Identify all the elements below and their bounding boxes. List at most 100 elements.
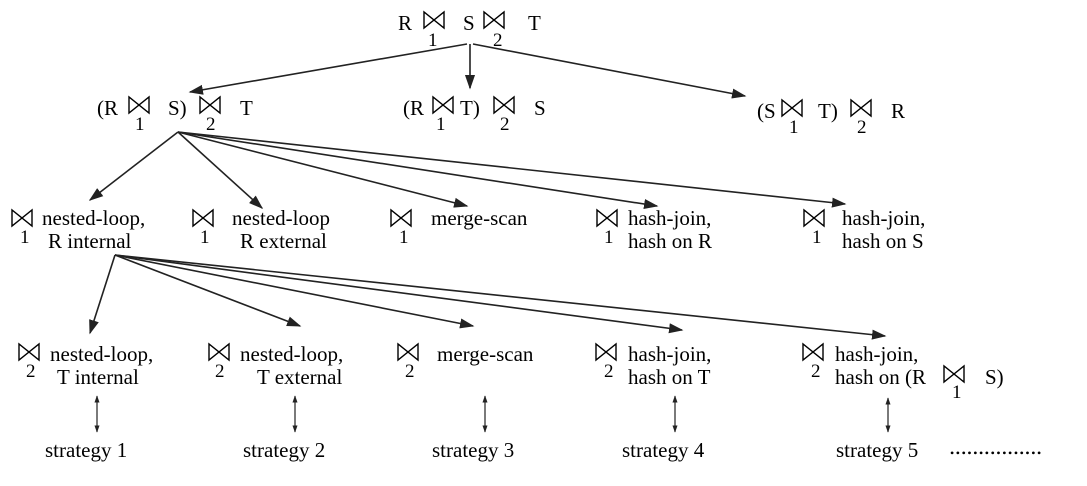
join-subscript: 1 — [952, 382, 962, 403]
join2-method-1: 2 nested-loop, T internal — [18, 342, 153, 389]
strategy-label: strategy 3 — [432, 438, 514, 462]
edge-join1-method-4 — [177, 131, 659, 210]
edge-join1-method-3 — [177, 131, 469, 208]
join-subscript: 1 — [135, 114, 145, 135]
join1-method-3: 1 merge-scan — [390, 206, 528, 248]
join2-method-5: 2 hash-join, hash on (R 1 S) — [802, 342, 1004, 403]
method-line-1: merge-scan — [437, 342, 534, 366]
order-outer-relation: R — [891, 99, 905, 123]
join-subscript: 2 — [405, 361, 415, 382]
join-subscript: 2 — [215, 361, 225, 382]
join1-method-5: 1 hash-join, hash on S — [803, 206, 925, 253]
method-line-2: R external — [240, 229, 327, 253]
edge-join2-method-3 — [114, 254, 475, 329]
join-subscript-2: 2 — [493, 30, 503, 51]
order-outer-relation: T — [240, 96, 253, 120]
join2-method-4: 2 hash-join, hash on T — [595, 342, 711, 389]
method-line-2: hash on T — [628, 365, 711, 389]
ellipsis: •••••••••••••••• — [950, 446, 1043, 460]
order-node-2: (R 1 T) 2 S — [403, 95, 546, 135]
join-symbol-icon — [192, 208, 214, 228]
join-symbol-icon — [397, 342, 419, 362]
join-subscript: 2 — [500, 114, 510, 135]
edge-join1-method-5 — [177, 131, 847, 208]
edge-join2-method-1 — [89, 254, 116, 335]
join-subscript: 2 — [811, 361, 821, 382]
method-line-1: hash-join, — [842, 206, 925, 230]
edge-root-order-3 — [472, 43, 747, 99]
join-subscript-1: 1 — [428, 30, 438, 51]
join-symbol-icon — [595, 342, 617, 362]
order-right-operand: S) — [168, 96, 187, 120]
method-line-1: nested-loop, — [50, 342, 153, 366]
method-line-1: nested-loop — [232, 206, 330, 230]
join2-method-3: 2 merge-scan — [397, 342, 534, 382]
method-line-1: hash-join, — [628, 206, 711, 230]
strategy-label: strategy 1 — [45, 438, 127, 462]
order-left-operand: (R — [403, 96, 424, 120]
join-subscript: 2 — [206, 114, 216, 135]
join-subscript: 1 — [604, 227, 614, 248]
join-symbol-icon — [128, 95, 150, 115]
join-subscript: 2 — [26, 361, 36, 382]
join-symbol-icon — [803, 208, 825, 228]
edge-root-order-1 — [188, 43, 468, 95]
join-symbol-icon — [781, 98, 803, 118]
join-subscript: 1 — [399, 227, 409, 248]
strategy-label: strategy 5 — [836, 438, 918, 462]
join-symbol-icon — [199, 95, 221, 115]
order-left-operand: (R — [97, 96, 118, 120]
order-outer-relation: S — [534, 96, 546, 120]
strategy-label: strategy 4 — [622, 438, 705, 462]
relation-r: R — [398, 11, 412, 35]
method-line-1: nested-loop, — [42, 206, 145, 230]
order-left-operand: (S — [757, 99, 776, 123]
edge-join1-method-1 — [88, 131, 179, 201]
relation-s: S — [463, 11, 475, 35]
root-node: R 1 S 2 T — [398, 10, 541, 51]
join-symbol-icon — [850, 98, 872, 118]
method-line-1: nested-loop, — [240, 342, 343, 366]
join-subscript: 1 — [789, 117, 799, 138]
method-line-2: T internal — [57, 365, 139, 389]
join-symbol-icon — [483, 10, 505, 30]
join-subscript: 1 — [436, 114, 446, 135]
order-node-1: (R 1 S) 2 T — [97, 95, 253, 135]
method-line-2: T external — [257, 365, 342, 389]
join-symbol-icon — [208, 342, 230, 362]
join-subscript: 1 — [812, 227, 822, 248]
join1-method-1: 1 nested-loop, R internal — [11, 206, 145, 253]
method-line-1: hash-join, — [628, 342, 711, 366]
join-symbol-icon — [493, 95, 515, 115]
method1-edges — [89, 254, 887, 340]
order-node-3: (S 1 T) 2 R — [757, 98, 905, 138]
method-line-2: R internal — [48, 229, 132, 253]
join-symbol-icon — [432, 95, 454, 115]
strategy-label: strategy 2 — [243, 438, 325, 462]
method-line-1: merge-scan — [431, 206, 528, 230]
edge-join2-method-2 — [114, 254, 302, 327]
order1-edges — [88, 131, 847, 210]
method-line-2: hash on R — [628, 229, 712, 253]
join1-method-2: 1 nested-loop R external — [192, 206, 330, 253]
method-line-2: hash on S — [842, 229, 924, 253]
join-symbol-icon — [943, 364, 965, 384]
edge-join1-method-2 — [177, 131, 264, 209]
join-symbol-icon — [802, 342, 824, 362]
relation-t: T — [528, 11, 541, 35]
order-right-operand: T) — [460, 96, 480, 120]
method-line-2: hash on (R — [835, 365, 926, 389]
strategies: strategy 1 strategy 2 strategy 3 strateg… — [45, 438, 1043, 462]
strategy-links — [94, 395, 891, 433]
join-symbol-icon — [18, 342, 40, 362]
order-right-operand: T) — [818, 99, 838, 123]
join2-method-2: 2 nested-loop, T external — [208, 342, 343, 389]
method-line-2-relation: S) — [985, 365, 1004, 389]
join-symbol-icon — [11, 208, 33, 228]
join-subscript: 1 — [20, 227, 30, 248]
join-symbol-icon — [390, 208, 412, 228]
join-subscript: 1 — [200, 227, 210, 248]
join-subscript: 2 — [604, 361, 614, 382]
edge-join2-method-4 — [114, 254, 684, 334]
